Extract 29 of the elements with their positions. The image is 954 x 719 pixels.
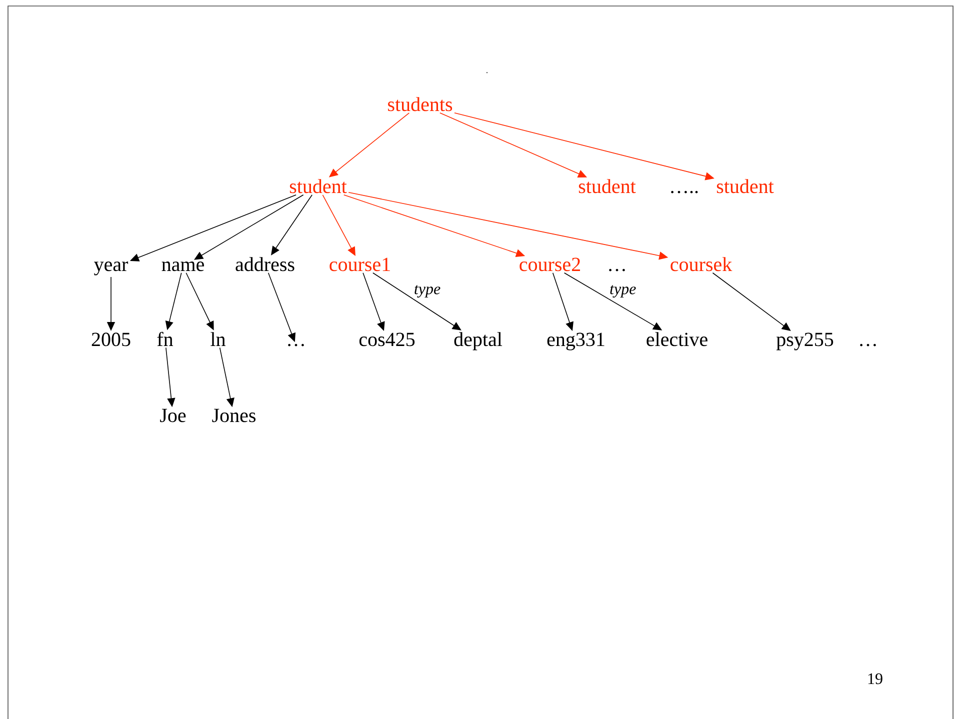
edge-label: type xyxy=(610,285,636,298)
tree-label: Joe xyxy=(160,408,186,422)
tree-label: eng331 xyxy=(547,332,604,350)
tree-label: cos425 xyxy=(359,332,415,346)
arrow xyxy=(372,272,462,330)
ellipsis: … xyxy=(860,344,876,346)
tree-label: student xyxy=(290,179,347,194)
tree-label: year xyxy=(94,262,128,276)
ellipsis: ….. xyxy=(671,190,698,194)
tree-label: student xyxy=(716,179,774,194)
ellipsis: … xyxy=(609,268,625,272)
edge-label: type xyxy=(414,285,440,298)
tree-label: psy255 xyxy=(776,332,834,350)
tree-label: course2 xyxy=(520,258,580,272)
dot: . xyxy=(486,72,488,74)
tree-label: student xyxy=(578,179,636,194)
tree-label: deptal xyxy=(454,332,502,350)
tree-label: fn xyxy=(157,332,174,346)
tree-label: 2005 xyxy=(92,332,130,346)
tree-label: Jones xyxy=(212,408,256,422)
tree-label: name xyxy=(162,262,204,272)
tree-label: … xyxy=(288,344,304,346)
tree-label: students xyxy=(388,97,452,112)
page-number: 19 xyxy=(868,673,882,684)
tree-label: address xyxy=(236,257,294,272)
tree-label: elective xyxy=(646,332,708,346)
tree-label: ln xyxy=(210,332,226,346)
tree-label: coursek xyxy=(670,257,732,272)
tree-label: course1 xyxy=(330,258,390,272)
